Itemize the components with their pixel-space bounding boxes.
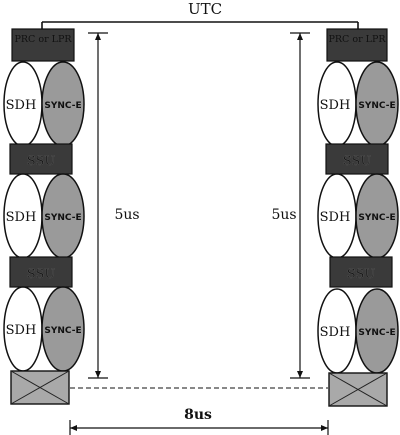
right-span-label: 5us [271,207,296,223]
left-ssu-box-2 [9,256,73,288]
utc-label: UTC [188,0,222,18]
right-synce-label-1: SYNC-E [358,101,395,111]
left-ssu-box-1 [9,143,73,175]
right-span-marker [290,32,310,379]
right-synce-label-3: SYNC-E [358,328,395,338]
left-synce-label-3: SYNC-E [44,326,81,336]
left-ssu-label-2: SSU [27,267,56,282]
left-prc-label: PRC or LPR [15,34,73,45]
right-sdh-label-2: SDH [320,210,351,225]
bottom-span-marker [69,420,329,435]
left-sdh-label-3: SDH [6,323,37,338]
left-chain: PRC or LPR SDH SYNC-E SSU SDH SYNC-E SSU… [3,28,85,405]
left-span-label: 5us [114,207,139,223]
left-sdh-label-1: SDH [6,98,37,113]
right-sdh-label-1: SDH [320,98,351,113]
bottom-span-label: 8us [184,407,212,423]
right-sdh-label-3: SDH [320,325,351,340]
right-ssu-label-1: SSU [343,154,372,169]
right-synce-label-2: SYNC-E [358,213,395,223]
left-prc-box [11,28,75,62]
right-prc-box [326,28,388,62]
right-ssu-box-2 [329,256,393,288]
left-synce-label-2: SYNC-E [44,213,81,223]
right-chain: PRC or LPR SDH SYNC-E SSU SDH SYNC-E SSU… [317,28,399,407]
right-prc-label: PRC or LPR [329,34,387,45]
right-end-node-cross-b [328,372,388,407]
left-end-node-cross-b [10,370,70,405]
right-ssu-label-2: SSU [347,267,376,282]
left-synce-label-1: SYNC-E [44,101,81,111]
left-sdh-label-2: SDH [6,210,37,225]
left-span-marker [88,32,108,379]
right-ssu-box-1 [325,143,389,175]
left-ssu-label-1: SSU [27,154,56,169]
